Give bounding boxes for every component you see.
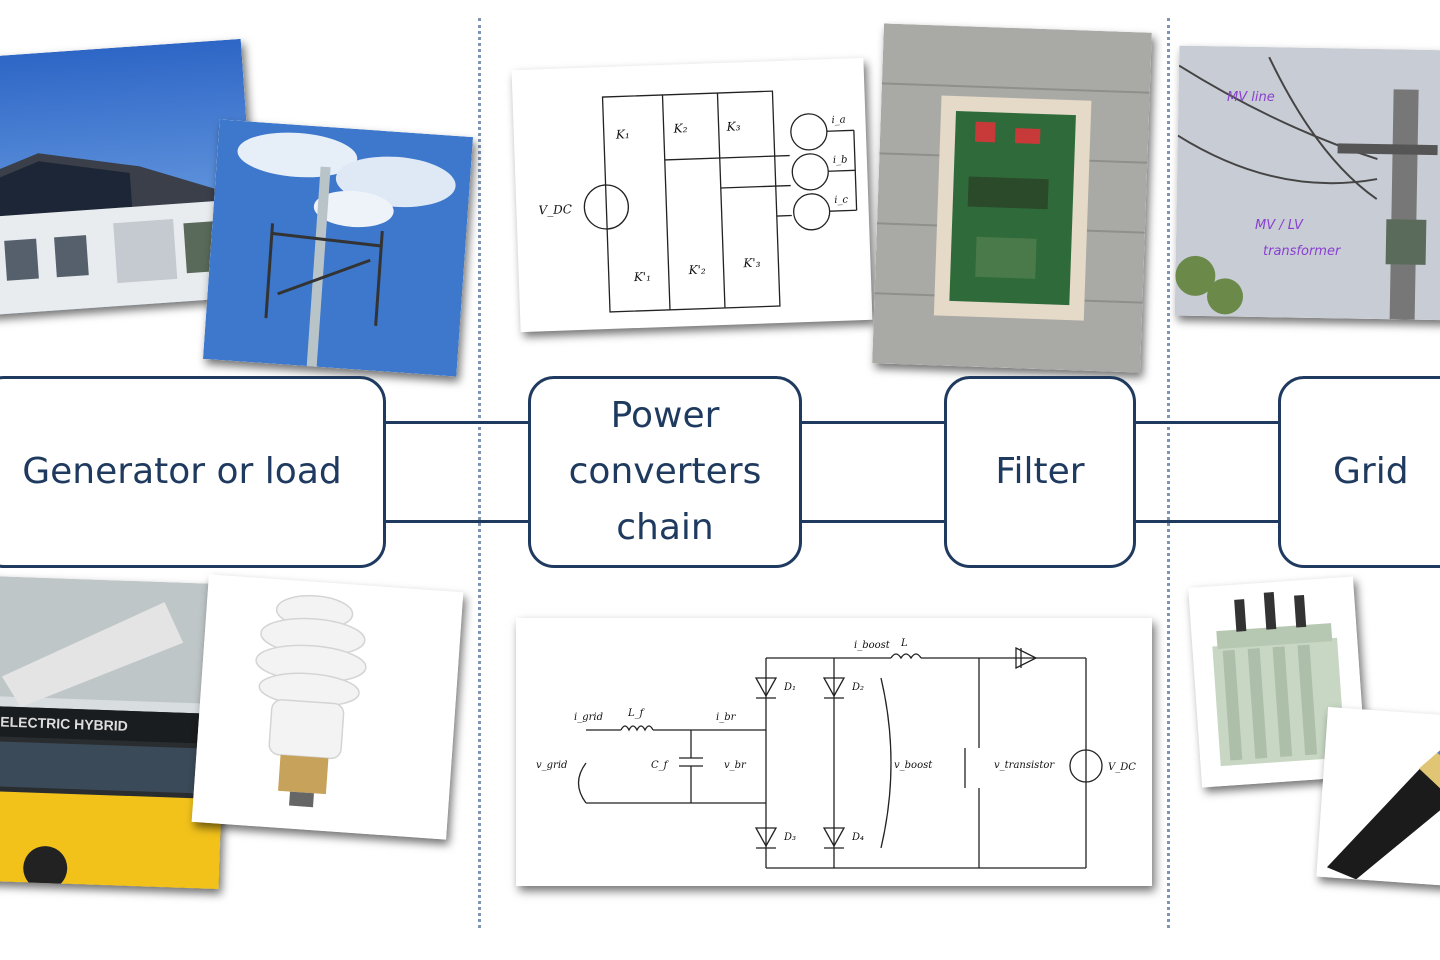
- label-vgrid: v_grid: [536, 760, 567, 771]
- label-iboost: i_boost: [854, 640, 891, 651]
- label-ib: i_b: [833, 155, 848, 167]
- bus-text: ELECTRIC HYBRID: [0, 713, 128, 733]
- block-generator-or-load: Generator or load: [0, 376, 386, 568]
- photo-solar-house: [0, 38, 259, 316]
- label-vdc-top: V_DC: [538, 202, 572, 217]
- label-igrid: i_grid: [574, 712, 603, 723]
- label-k3p: K'₃: [742, 256, 761, 271]
- block-filter-label: Filter: [995, 451, 1085, 492]
- photo-transformer: [1188, 576, 1367, 788]
- block-converters-line1: Power: [610, 395, 720, 436]
- label-vboost: v_boost: [894, 760, 933, 771]
- section-divider-left: [478, 18, 481, 928]
- label-k2p: K'₂: [687, 263, 706, 278]
- block-grid-label: Grid: [1333, 451, 1409, 492]
- label-k2: K₂: [672, 121, 687, 136]
- photo-inverter-schematic: V_DC K₁ K₂ K₃ K'₁ K'₂ K'₃ i_a i_b i_c: [511, 57, 873, 333]
- connector-generator-converters: [383, 421, 531, 523]
- label-lf: L_f: [627, 708, 646, 719]
- photo-converter-hardware: [872, 23, 1152, 373]
- label-vdc-bottom: V_DC: [1108, 762, 1136, 773]
- connector-filter-grid: [1133, 421, 1281, 523]
- label-vtransistor: v_transistor: [994, 760, 1055, 771]
- label-mv-lv-2: transformer: [1263, 244, 1341, 259]
- label-cf: C_f: [651, 760, 670, 771]
- label-k1p: K'₁: [633, 269, 652, 284]
- section-divider-right: [1167, 18, 1170, 928]
- block-converters-line3: chain: [616, 507, 714, 548]
- photo-electric-bus: ELECTRIC HYBRID: [0, 575, 230, 890]
- block-converters-line2: converters: [568, 451, 762, 492]
- label-k1: K₁: [615, 127, 630, 142]
- block-grid: Grid: [1278, 376, 1440, 568]
- photo-power-line: [1174, 45, 1440, 321]
- connector-converters-filter: [799, 421, 947, 523]
- label-d2: D₂: [851, 682, 864, 693]
- photo-boost-schematic: i_grid L_f v_grid C_f i_br v_br D₁ D₂ D₃…: [516, 618, 1152, 886]
- label-ibr: i_br: [716, 712, 737, 723]
- block-filter: Filter: [944, 376, 1136, 568]
- label-l: L: [900, 638, 908, 649]
- photo-light-bulb: [191, 574, 464, 840]
- label-d1: D₁: [783, 682, 796, 693]
- label-d4: D₄: [851, 832, 864, 843]
- label-ia: i_a: [831, 115, 846, 126]
- label-vbr: v_br: [724, 760, 747, 771]
- label-ic: i_c: [834, 195, 849, 206]
- label-mv-line: MV line: [1227, 90, 1275, 105]
- photo-cable: [1316, 706, 1440, 888]
- label-mv-lv-1: MV / LV: [1255, 218, 1303, 233]
- photo-wind-turbine: [202, 119, 474, 377]
- label-k3: K₃: [725, 119, 740, 134]
- label-d3: D₃: [783, 832, 796, 843]
- block-power-converters-chain: Power converters chain: [528, 376, 802, 568]
- block-generator-label: Generator or load: [22, 451, 342, 492]
